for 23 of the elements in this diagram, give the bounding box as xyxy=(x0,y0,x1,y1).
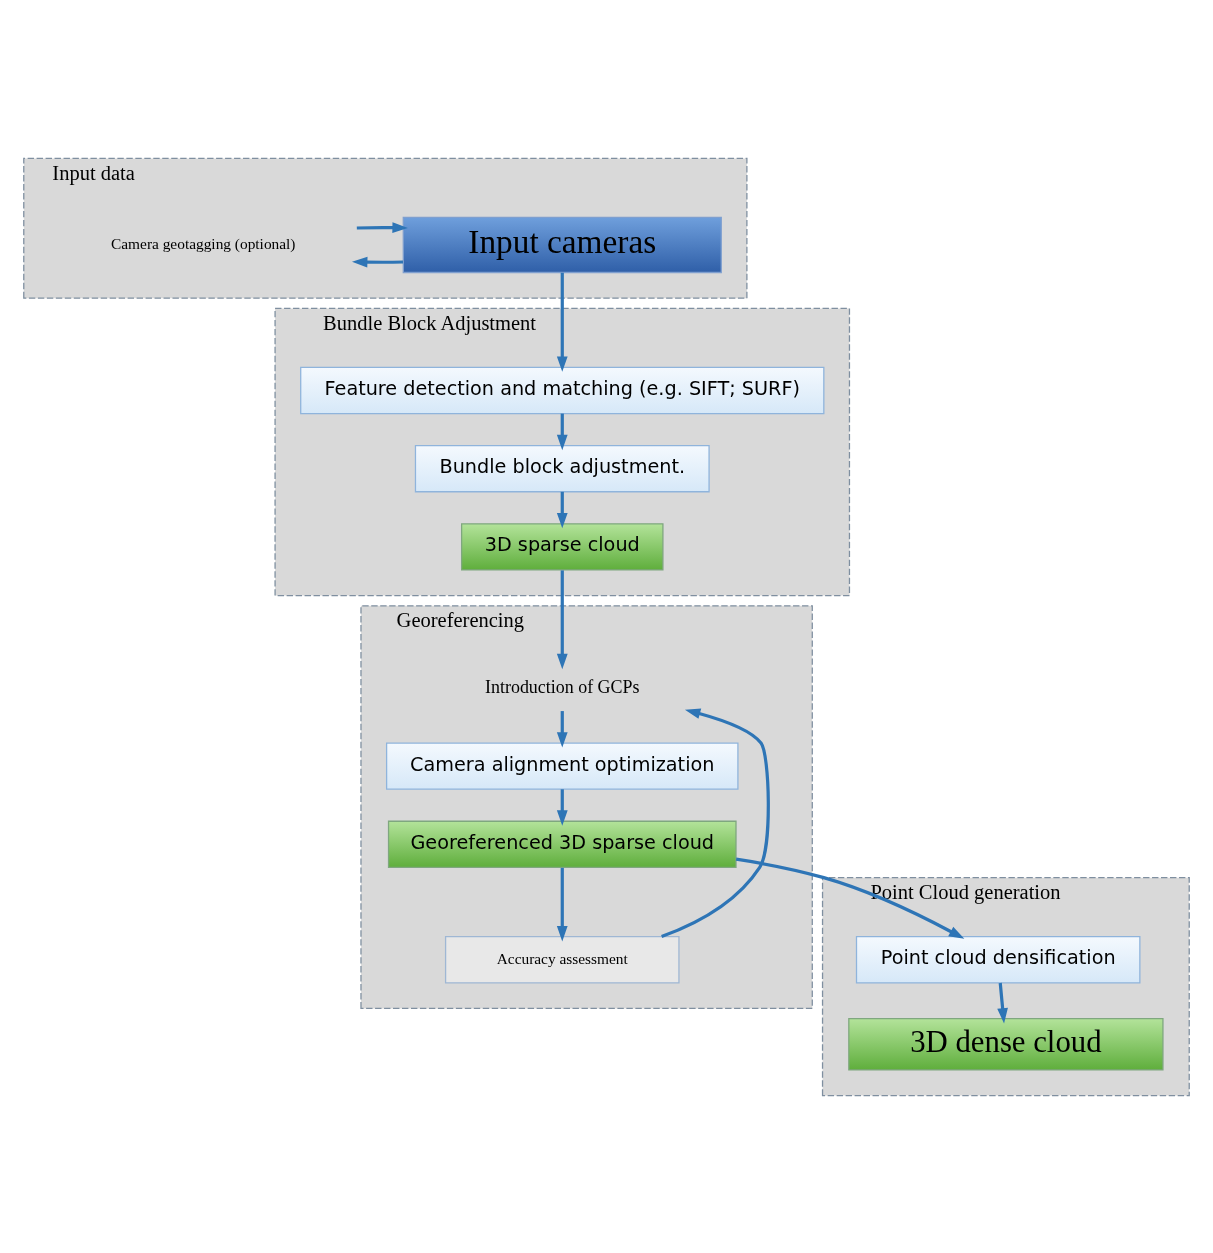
node-box: Input cameras xyxy=(402,216,722,273)
arrow xyxy=(556,710,568,748)
node-box: Feature detection and matching (e.g. SIFT; SURF) xyxy=(300,366,825,414)
arrow xyxy=(556,788,568,826)
arrow xyxy=(556,413,568,450)
node-box: Camera alignment optimization xyxy=(386,741,739,790)
node-text: Introduction of GCPs xyxy=(485,676,640,697)
arrow xyxy=(556,272,568,372)
arrow xyxy=(997,982,1008,1024)
node-box: 3D dense cloud xyxy=(848,1017,1164,1071)
arrow xyxy=(356,221,408,233)
arrow xyxy=(556,867,568,941)
arrow xyxy=(661,707,770,938)
node-text: Camera geotagging (optional) xyxy=(111,234,296,252)
node-box: Bundle block adjustment. xyxy=(414,444,710,492)
arrow xyxy=(556,491,568,528)
node-box: Point cloud densification xyxy=(855,935,1141,983)
node-box: 3D sparse cloud xyxy=(461,522,664,571)
node-box: Accuracy assessment xyxy=(444,935,680,983)
arrow xyxy=(735,857,965,939)
node-box: Georeferenced 3D sparse cloud xyxy=(387,820,737,868)
arrow xyxy=(556,569,568,669)
arrow xyxy=(351,256,403,267)
